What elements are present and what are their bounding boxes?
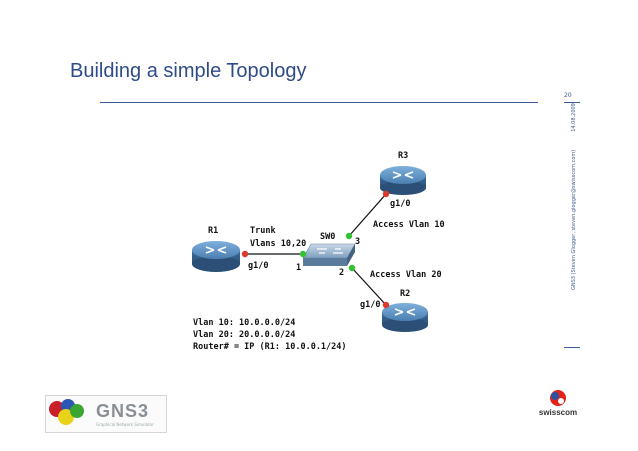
- sw0-port-3-label: 3: [355, 237, 360, 247]
- r1-port-label: g1/0: [248, 261, 268, 271]
- sw0-port-1-label: 1: [296, 263, 301, 273]
- swisscom-emblem-icon: [550, 390, 566, 406]
- access-vlan-20-label: Access Vlan 20: [370, 270, 442, 280]
- note-router-ip: Router# = IP (R1: 10.0.0.1/24): [193, 342, 347, 352]
- trunk-label: Trunk: [250, 226, 276, 236]
- router-r2-icon[interactable]: [382, 303, 428, 332]
- sw0-port-3-dot: [345, 232, 353, 240]
- switch-sw0-icon[interactable]: [302, 243, 356, 266]
- r1-port-dot: [241, 250, 249, 258]
- footer-divider: [564, 347, 580, 348]
- sw0-port-2-label: 2: [339, 268, 344, 278]
- r2-port-dot: [382, 301, 390, 309]
- note-vlan-10: Vlan 10: 10.0.0.0/24: [193, 318, 295, 328]
- note-vlan-20: Vlan 20: 20.0.0.0/24: [193, 330, 295, 340]
- gns3-wordmark: GNS3: [96, 401, 150, 421]
- page-number: 20: [564, 92, 572, 99]
- r3-label: R3: [398, 151, 408, 161]
- router-r3-icon[interactable]: [380, 166, 426, 195]
- link-sw0-r3: [348, 193, 387, 237]
- access-vlan-10-label: Access Vlan 10: [373, 220, 445, 230]
- r2-label: R2: [400, 289, 410, 299]
- gns3-spheres-icon: [49, 399, 84, 425]
- swisscom-wordmark: swisscom: [538, 408, 578, 417]
- link-sw0-r2: [351, 267, 387, 306]
- gns3-tagline: Graphical Network Simulator: [96, 422, 154, 427]
- swisscom-logo: swisscom: [536, 388, 580, 424]
- sw0-label: SW0: [320, 232, 335, 242]
- slide-title: Building a simple Topology: [70, 60, 307, 82]
- gns3-logo: GNS3 Graphical Network Simulator: [45, 395, 167, 433]
- r2-port-label: g1/0: [360, 300, 380, 310]
- r1-label: R1: [208, 226, 218, 236]
- router-r1-icon[interactable]: [192, 241, 240, 272]
- r3-port-label: g1/0: [390, 199, 410, 209]
- sw0-port-1-dot: [299, 250, 307, 258]
- page-number-divider: [564, 102, 580, 103]
- r3-port-dot: [382, 190, 390, 198]
- sw0-port-2-dot: [348, 264, 356, 272]
- title-divider: [100, 102, 538, 103]
- vlans-label: Vlans 10,20: [250, 239, 306, 249]
